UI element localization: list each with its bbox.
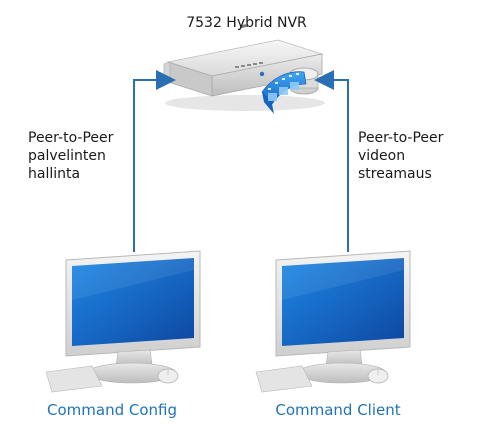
nvr-title: 7532 Hybrid NVR [186,15,307,31]
right-caption-line-1: Peer-to-Peer [358,130,444,146]
right-link-caption: Peer-to-Peer videon streamaus [358,129,478,183]
right-connection-arrow [314,70,349,252]
nvr-device-icon [163,24,325,114]
right-computer-icon [255,250,411,393]
left-connection-arrow [133,70,176,252]
right-caption-line-3: streamaus [358,166,432,182]
right-caption-line-2: videon [358,148,406,164]
left-caption-line-2: palvelinten [28,148,106,164]
left-caption-line-3: hallinta [28,166,81,182]
left-link-caption: Peer-to-Peer palvelinten hallinta [28,129,128,183]
left-caption-line-1: Peer-to-Peer [28,130,114,146]
command-client-label: Command Client [275,401,401,419]
left-computer-icon [45,250,201,393]
command-config-label: Command Config [47,401,177,419]
